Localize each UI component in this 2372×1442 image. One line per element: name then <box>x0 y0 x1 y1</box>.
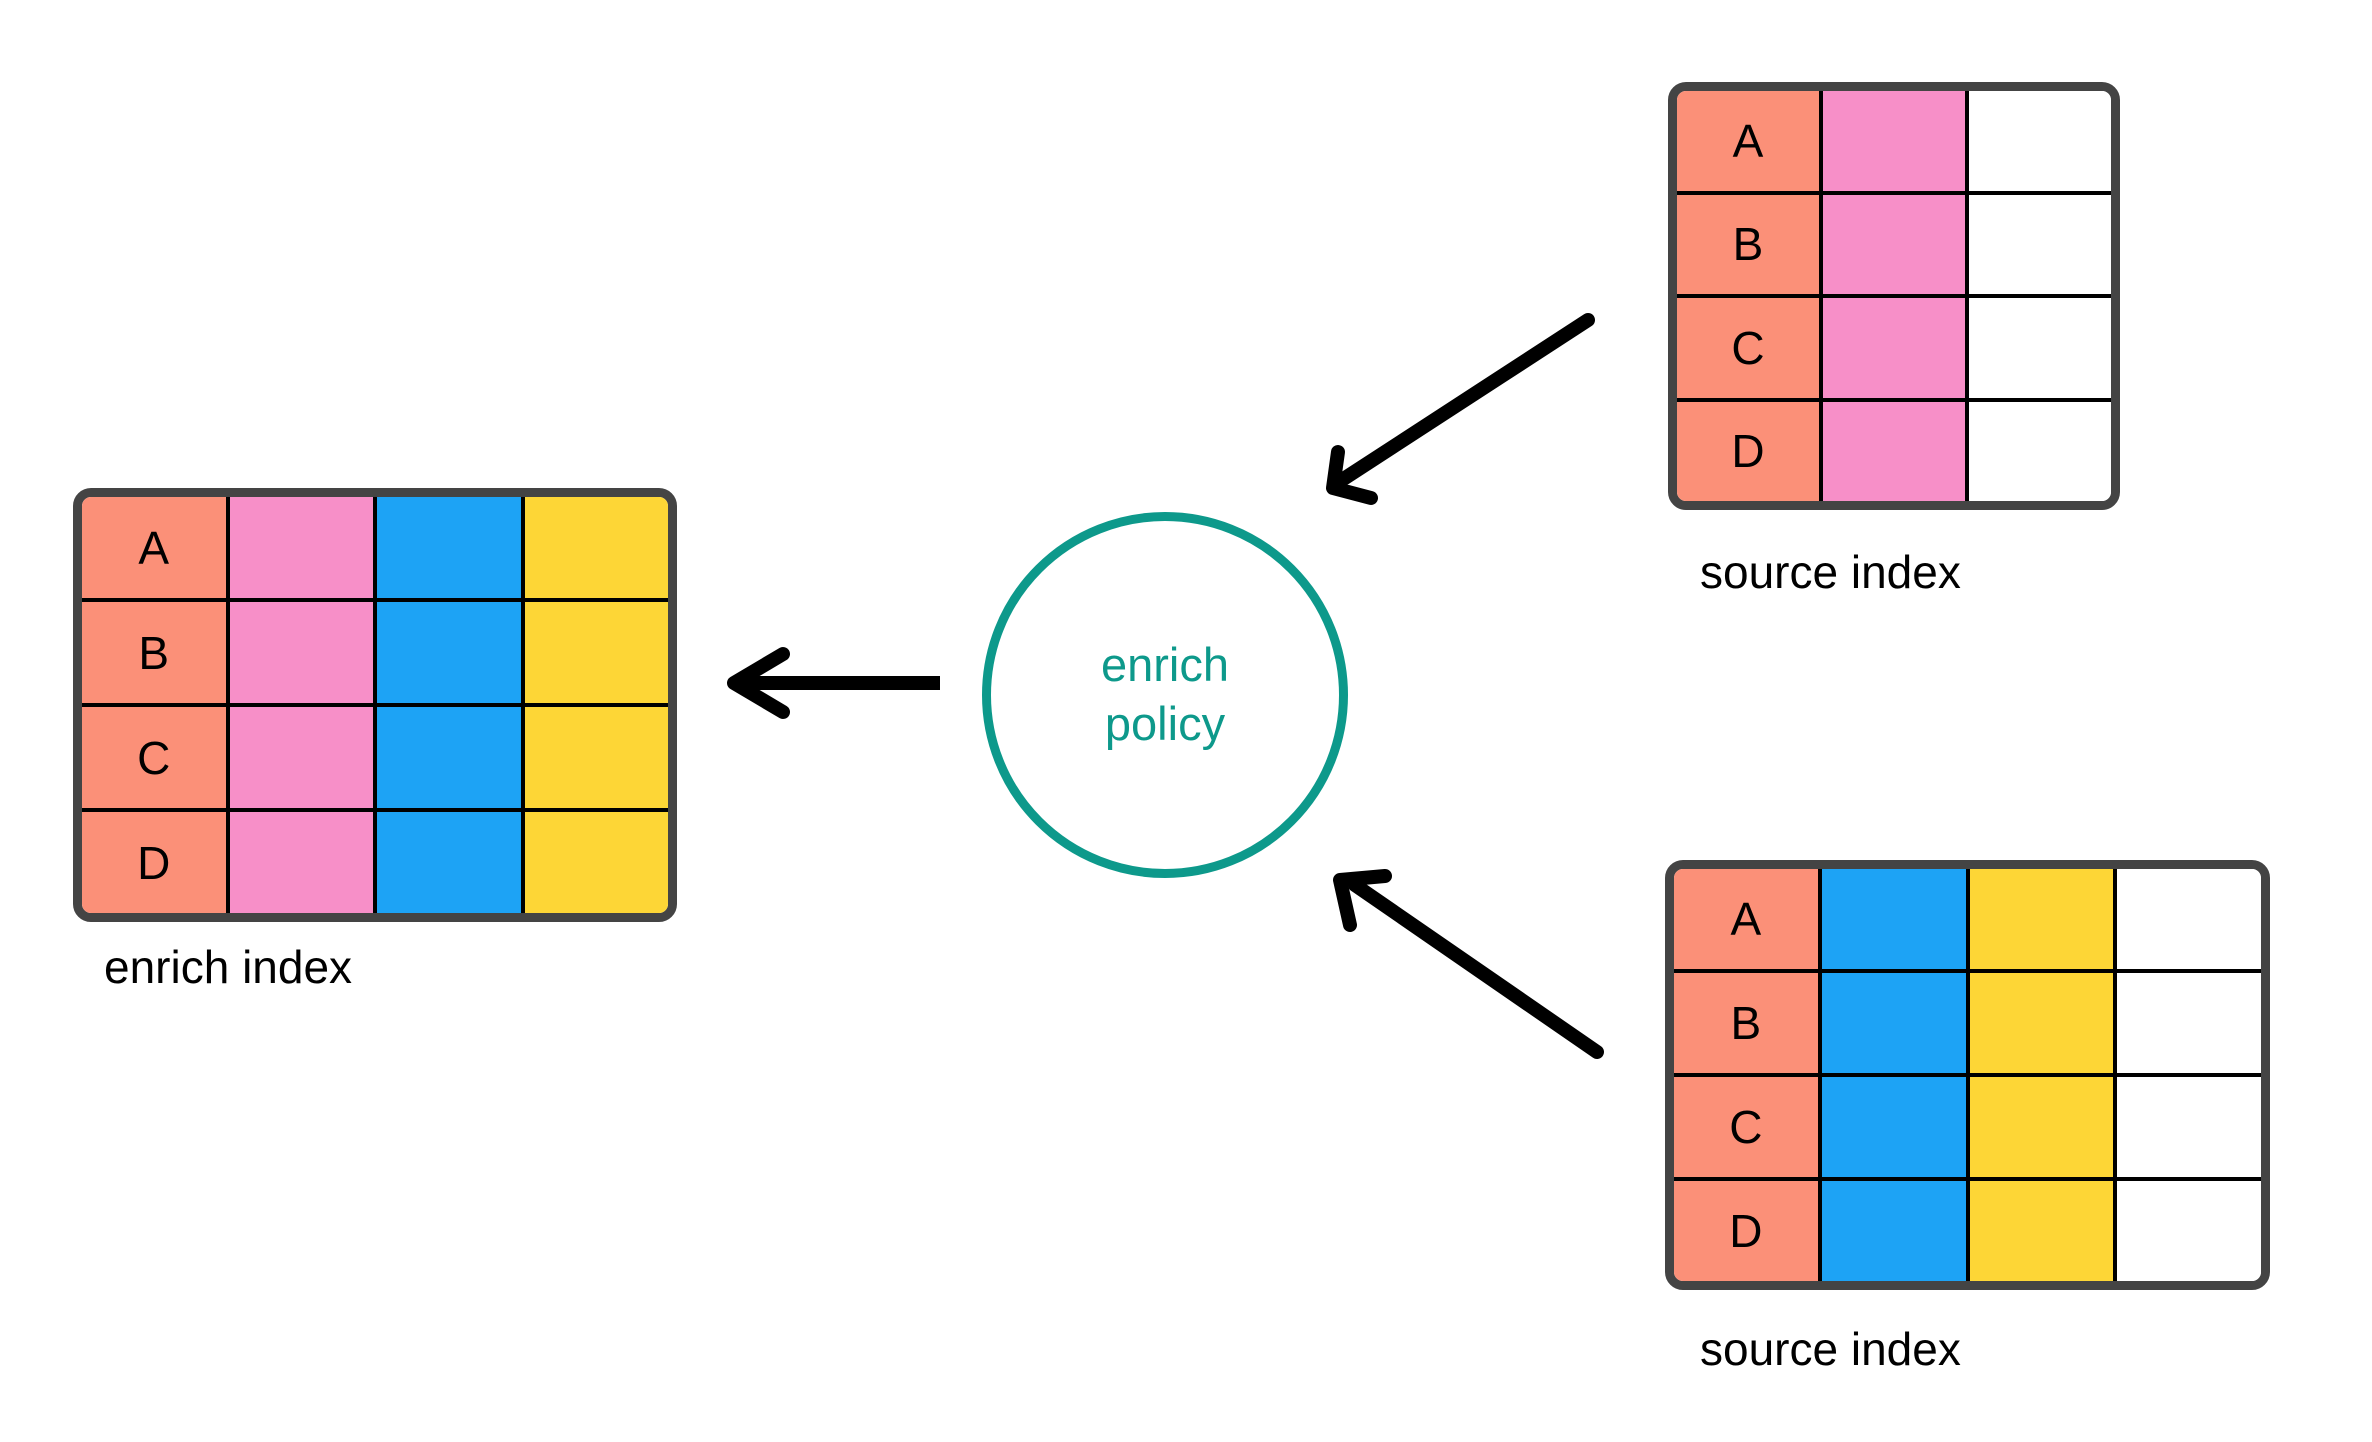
cell-label: D <box>137 836 171 889</box>
cell-label: B <box>1730 997 1762 1049</box>
table-row: C <box>1674 1073 2261 1177</box>
enrich-policy-label-line1: enrich <box>1100 638 1229 692</box>
source-top-cell-key-b: B <box>1677 194 1819 294</box>
source-bottom-cell-yellow-b <box>1965 973 2114 1073</box>
source-bottom-cell-blue-b <box>1817 973 1966 1073</box>
source-bottom-cell-key-d: D <box>1674 1181 1818 1281</box>
source-index-top-caption: source index <box>1700 546 1961 598</box>
source-top-cell-pink-c <box>1819 298 1965 398</box>
source-top-cell-empty-d <box>1965 401 2111 501</box>
table-row: D <box>1677 397 2111 501</box>
source-top-cell-pink-d <box>1819 401 1965 501</box>
source-top-cell-pink-b <box>1819 194 1965 294</box>
cell-label: C <box>137 731 171 784</box>
arrow-source-top-to-policy <box>1326 313 1595 505</box>
enrich-cell-blue-b <box>373 602 521 703</box>
source-bottom-cell-blue-d <box>1817 1181 1966 1281</box>
enrich-cell-blue-c <box>373 707 521 808</box>
source-bottom-cell-key-a: A <box>1674 869 1818 969</box>
source-bottom-cell-empty-c <box>2113 1077 2261 1177</box>
enrich-cell-pink-a <box>225 497 373 598</box>
enrich-cell-key-c: C <box>82 707 226 808</box>
cell-label: A <box>1730 893 1762 945</box>
cell-label: C <box>1731 321 1765 374</box>
source-bottom-cell-yellow-c <box>1965 1077 2114 1177</box>
enrich-cell-yellow-a <box>520 497 668 598</box>
source-bottom-cell-yellow-a <box>1965 869 2114 969</box>
enrich-cell-pink-c <box>225 707 373 808</box>
source-top-cell-key-c: C <box>1677 298 1819 398</box>
source-top-cell-key-a: A <box>1677 91 1819 191</box>
enrich-cell-blue-d <box>373 812 521 913</box>
enrich-cell-yellow-d <box>520 812 668 913</box>
enrich-index-caption: enrich index <box>104 941 353 993</box>
arrow-source-bottom-to-policy <box>1333 869 1604 1059</box>
source-bottom-cell-blue-c <box>1817 1077 1966 1177</box>
enrich-cell-key-a: A <box>82 497 226 598</box>
source-bottom-cell-empty-a <box>2113 869 2261 969</box>
table-row: B <box>1674 969 2261 1073</box>
source-top-cell-pink-a <box>1819 91 1965 191</box>
table-row: A <box>1677 91 2111 191</box>
table-row: A <box>82 497 668 598</box>
table-row: B <box>82 598 668 703</box>
source-bottom-cell-empty-b <box>2113 973 2261 1073</box>
enrich-cell-yellow-b <box>520 602 668 703</box>
source-index-top-table: A B C D <box>1668 82 2120 510</box>
source-bottom-cell-key-c: C <box>1674 1077 1818 1177</box>
enrich-cell-yellow-c <box>520 707 668 808</box>
enrich-cell-blue-a <box>373 497 521 598</box>
enrich-policy-node: enrich policy <box>982 512 1348 878</box>
cell-label: D <box>1731 425 1765 478</box>
table-row: C <box>1677 294 2111 398</box>
enrich-index-table: A B C D <box>73 488 677 922</box>
cell-label: D <box>1729 1205 1763 1257</box>
source-bottom-cell-yellow-d <box>1965 1181 2114 1281</box>
cell-label: A <box>138 521 170 574</box>
table-row: D <box>1674 1177 2261 1281</box>
source-bottom-cell-key-b: B <box>1674 973 1818 1073</box>
source-top-cell-empty-b <box>1965 194 2111 294</box>
enrich-cell-pink-d <box>225 812 373 913</box>
enrich-cell-key-d: D <box>82 812 226 913</box>
arrow-policy-to-enrich-index <box>727 647 940 719</box>
cell-label: C <box>1729 1101 1763 1153</box>
cell-label: B <box>138 626 170 679</box>
enrich-policy-label-line2: policy <box>1104 697 1226 750</box>
source-top-cell-empty-a <box>1965 91 2111 191</box>
source-top-cell-empty-c <box>1965 298 2111 398</box>
source-bottom-cell-empty-d <box>2113 1181 2261 1281</box>
source-top-cell-key-d: D <box>1677 401 1819 501</box>
source-index-bottom-table: A B C D <box>1665 860 2270 1290</box>
table-row: C <box>82 703 668 808</box>
source-index-bottom-caption: source index <box>1700 1323 1961 1375</box>
enrich-cell-key-b: B <box>82 602 226 703</box>
table-row: D <box>82 808 668 913</box>
table-row: A <box>1674 869 2261 969</box>
cell-label: A <box>1732 114 1764 167</box>
cell-label: B <box>1732 218 1764 271</box>
enrich-cell-pink-b <box>225 602 373 703</box>
source-bottom-cell-blue-a <box>1817 869 1966 969</box>
table-row: B <box>1677 190 2111 294</box>
